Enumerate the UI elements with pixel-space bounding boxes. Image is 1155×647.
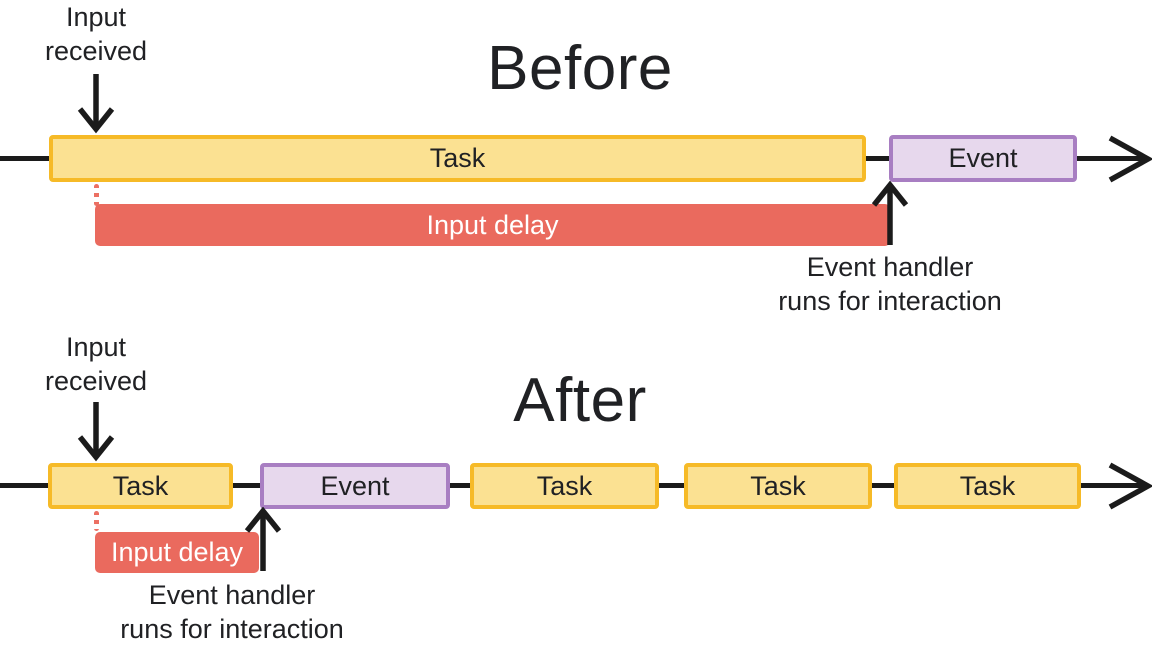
before-input-arrow-down-icon [77,74,115,134]
before-delay-dotted-connector [94,184,99,206]
after-task-bar-4: Task [894,463,1081,509]
after-task-label-4: Task [959,470,1016,501]
after-event-handler-line1: Event handler [148,580,316,610]
after-event-bar: Event [260,463,450,509]
after-title: After [513,366,647,435]
after-event-handler-arrow-up-icon [244,507,282,571]
after-input-delay-bar: Input delay [95,532,259,573]
after-task-bar-2: Task [470,463,659,509]
before-event-bar: Event [889,135,1077,182]
after-input-received-line1: Input [65,332,127,362]
before-event-handler-line2: runs for interaction [778,286,1002,316]
before-task-bar: Task [49,135,866,182]
before-event-label: Event [948,143,1018,173]
after-task-label-3: Task [750,470,806,501]
after-timeline-arrowhead-icon [1108,462,1152,510]
after-task-label-1: Task [112,470,169,501]
before-event-handler-label: Event handler runs for interaction [730,250,1050,318]
before-timeline-arrowhead-icon [1108,135,1152,183]
after-input-received-label: Input received [6,330,186,398]
after-task-bar-3: Task [684,463,872,509]
after-input-received-line2: received [44,366,148,396]
before-input-received-label: Input received [6,0,186,68]
after-event-handler-line2: runs for interaction [120,614,344,644]
before-task-label: Task [429,143,486,173]
after-event-label: Event [320,470,390,501]
after-event-handler-label: Event handler runs for interaction [72,578,392,646]
after-input-arrow-down-icon [77,402,115,462]
before-title: Before [487,34,673,103]
after-input-delay-label: Input delay [110,537,244,567]
after-task-label-2: Task [536,470,593,501]
before-input-received-line2: received [44,36,148,66]
before-event-handler-line1: Event handler [806,252,974,282]
before-input-delay-bar: Input delay [95,204,890,246]
before-input-received-line1: Input [65,2,127,32]
before-event-handler-arrow-up-icon [871,181,909,245]
after-delay-dotted-connector [94,511,99,531]
after-task-bar-1: Task [48,463,233,509]
before-input-delay-label: Input delay [426,209,559,240]
